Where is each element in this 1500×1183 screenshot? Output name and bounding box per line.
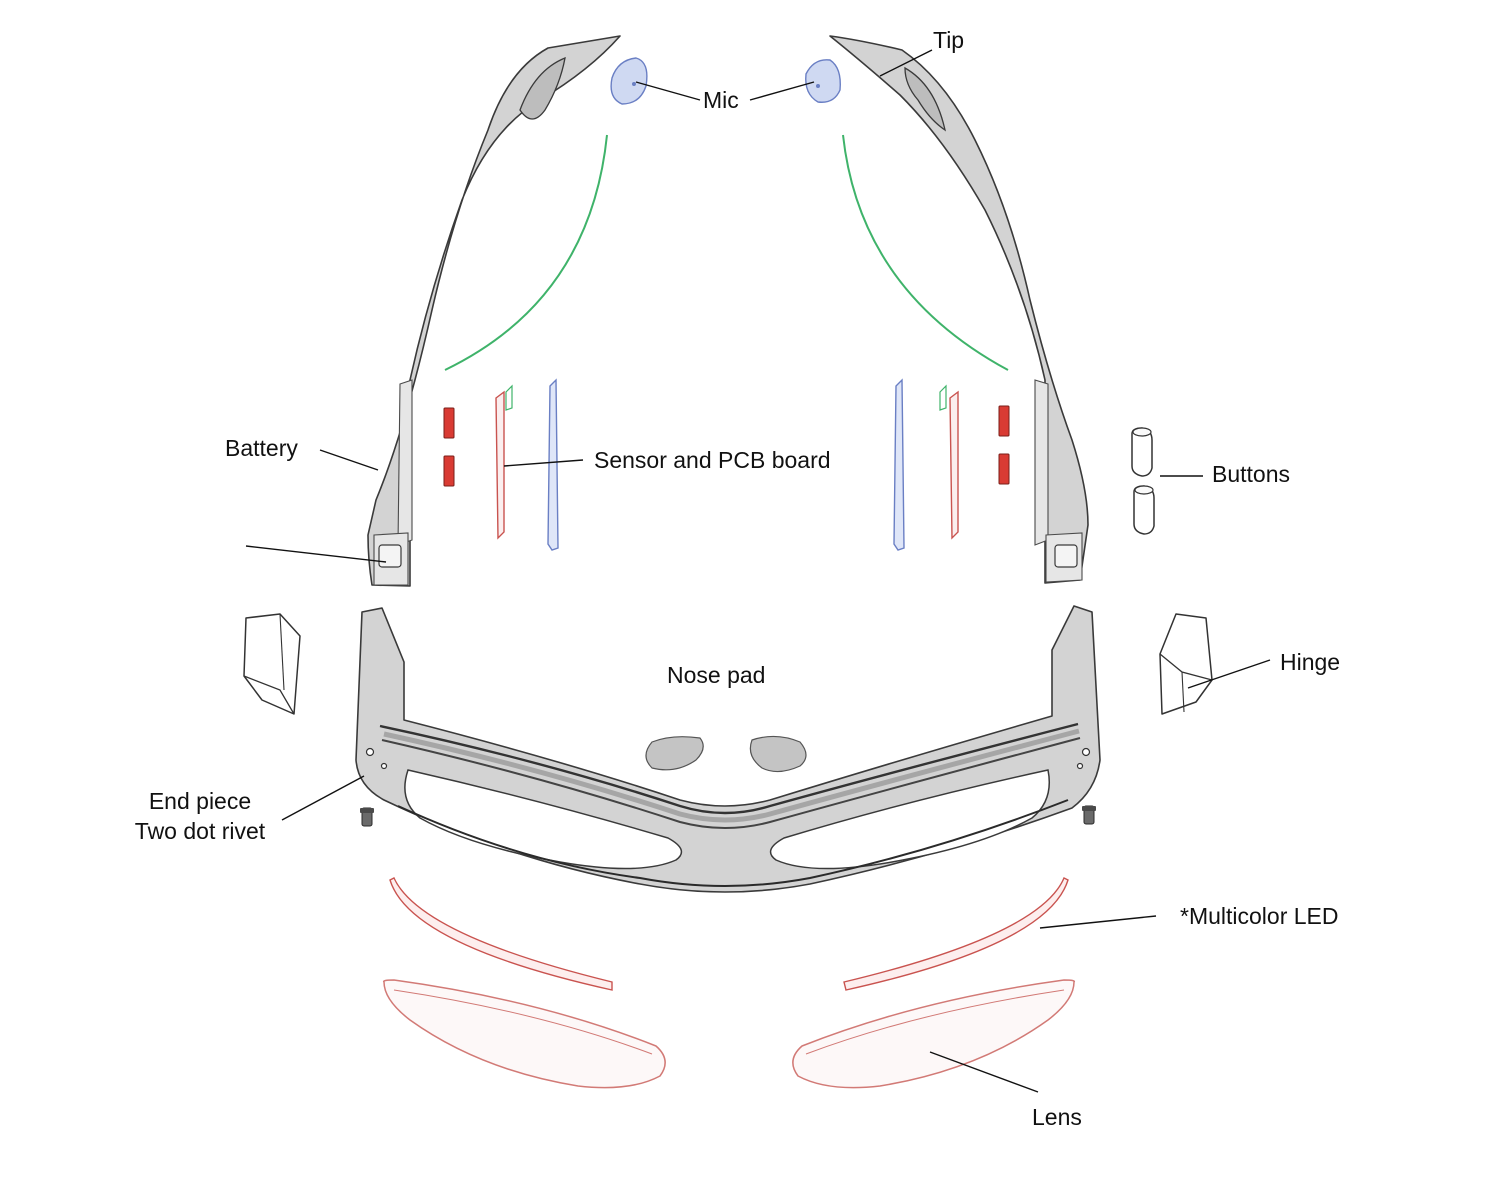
leader-lines <box>245 49 1271 1093</box>
left-lens <box>382 979 666 1089</box>
label-tip: Tip <box>933 27 964 53</box>
left-mic <box>610 57 648 105</box>
left-nose-pad <box>645 736 704 771</box>
label-multicolor-led: *Multicolor LED <box>1180 903 1339 929</box>
right-pcb-red <box>939 384 959 540</box>
led-leader <box>1039 915 1157 929</box>
left-led-strip <box>389 877 613 991</box>
right-led-strip <box>843 877 1069 991</box>
pcb-leader <box>503 459 584 467</box>
label-mic: Mic <box>703 87 739 113</box>
mic-right-leader <box>749 81 815 101</box>
label-sensor-pcb: Sensor and PCB board <box>594 447 831 473</box>
battery-leader <box>319 449 379 471</box>
left-sensors <box>443 407 455 487</box>
right-nose-pad <box>749 735 807 773</box>
right-temple-arm <box>829 35 1089 584</box>
label-two-dot-rivet: Two dot rivet <box>135 818 266 844</box>
left-flex-cable <box>444 134 608 371</box>
right-pcb-blue <box>893 378 905 551</box>
left-temple-arm <box>367 35 621 587</box>
left-pcb-red <box>495 384 513 540</box>
label-buttons: Buttons <box>1212 461 1290 487</box>
buttons-part <box>1131 427 1155 535</box>
label-end-piece: End piece <box>149 788 251 814</box>
tip-leader <box>879 49 933 77</box>
front-frame <box>355 605 1101 893</box>
right-flex-cable <box>842 134 1009 371</box>
right-mic <box>805 59 841 103</box>
hinge-leader <box>1187 659 1271 689</box>
unlabeled-leader <box>245 545 387 563</box>
label-nose-pad: Nose pad <box>667 662 765 688</box>
label-battery: Battery <box>225 435 298 461</box>
left-pcb-blue <box>547 378 559 551</box>
right-hinge <box>1159 613 1213 715</box>
left-hinge <box>243 613 301 715</box>
label-lens: Lens <box>1032 1104 1082 1130</box>
right-lens <box>792 979 1076 1089</box>
lens-leader <box>929 1051 1039 1093</box>
label-hinge: Hinge <box>1280 649 1340 675</box>
mic-left-leader <box>635 81 701 101</box>
end-piece-leader <box>281 775 365 821</box>
left-rivet <box>360 807 374 827</box>
right-rivet <box>1082 805 1096 825</box>
right-sensors <box>998 405 1010 485</box>
